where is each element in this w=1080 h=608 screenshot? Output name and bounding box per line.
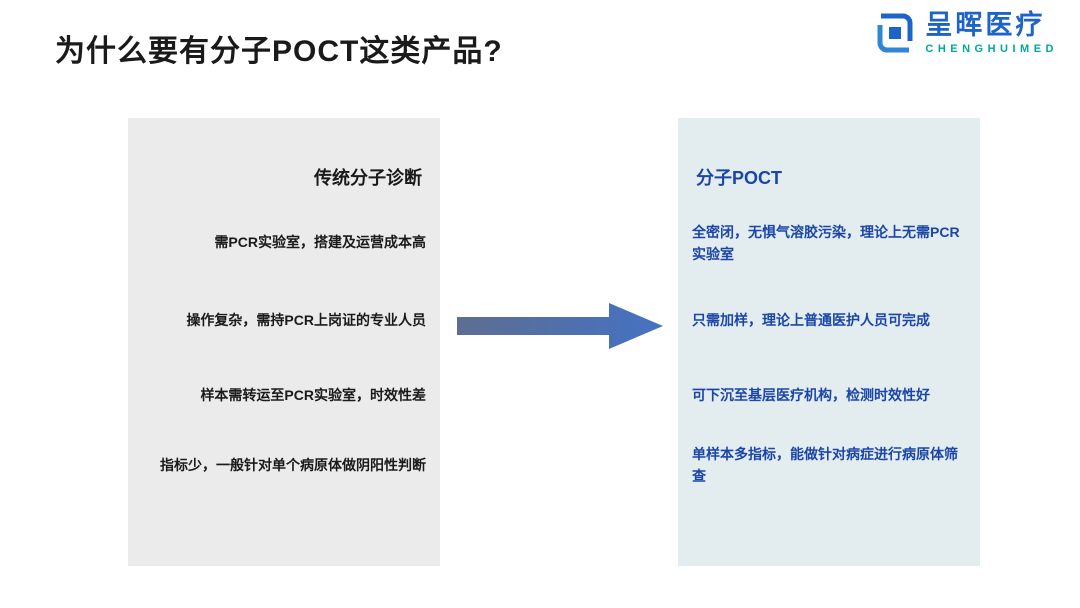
right-panel-item: 只需加样，理论上普通医护人员可完成 <box>692 312 930 328</box>
left-panel-item: 样本需转运至PCR实验室，时效性差 <box>200 387 426 403</box>
logo-text: 呈晖医疗 CHENGHUIMED <box>925 9 1058 56</box>
left-panel-item: 操作复杂，需持PCR上岗证的专业人员 <box>186 312 426 328</box>
right-panel-item: 全密闭，无惧气溶胶污染，理论上无需PCR实验室 <box>692 224 960 262</box>
left-panel-traditional: 传统分子诊断 需PCR实验室，搭建及运营成本高 操作复杂，需持PCR上岗证的专业… <box>128 118 440 566</box>
right-panel-header: 分子POCT <box>696 168 783 188</box>
right-panel-item: 单样本多指标，能做针对病症进行病原体筛查 <box>692 446 958 484</box>
right-panel-item: 可下沉至基层医疗机构，检测时效性好 <box>692 387 930 403</box>
left-panel-item: 需PCR实验室，搭建及运营成本高 <box>214 234 426 250</box>
company-logo: 呈晖医疗 CHENGHUIMED <box>873 10 1058 56</box>
chenghui-logo-icon <box>873 10 917 56</box>
page-title: 为什么要有分子POCT这类产品? <box>55 35 503 68</box>
left-panel-header: 传统分子诊断 <box>314 168 422 188</box>
logo-company-name: 呈晖医疗 <box>925 9 1046 40</box>
comparison-arrow-icon <box>457 303 663 349</box>
logo-subtitle: CHENGHUIMED <box>925 43 1058 56</box>
right-panel-poct: 分子POCT 全密闭，无惧气溶胶污染，理论上无需PCR实验室 只需加样，理论上普… <box>678 118 980 566</box>
left-panel-item: 指标少，一般针对单个病原体做阴阳性判断 <box>160 457 426 473</box>
